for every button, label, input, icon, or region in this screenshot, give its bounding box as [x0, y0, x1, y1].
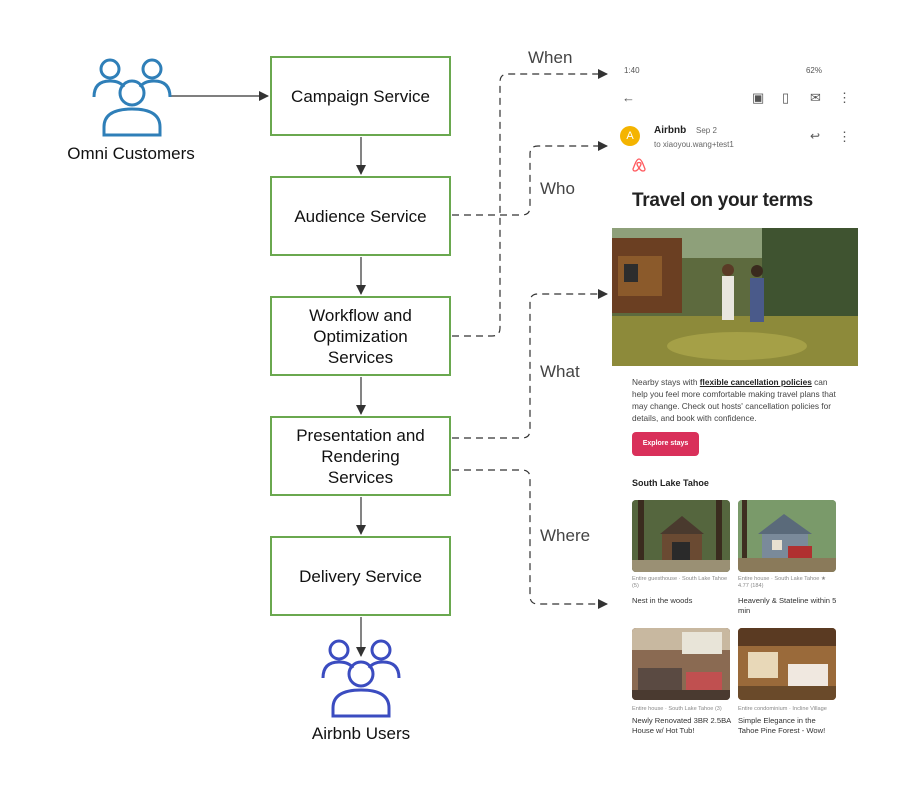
workflow-service-label: Workflow and Optimization Services: [309, 305, 412, 367]
more-vert-icon[interactable]: ⋮: [838, 129, 851, 144]
users-label: Airbnb Users: [311, 724, 411, 743]
listing-count-1: (5): [632, 583, 639, 589]
campaign-service-label: Campaign Service: [291, 86, 430, 106]
customers-label: Omni Customers: [67, 144, 195, 163]
listing-type-2: Entire house · South Lake Tahoe ★ 4.77 (…: [738, 576, 838, 590]
listing-type-3: Entire house · South Lake Tahoe (3): [632, 706, 732, 713]
listing-photo-2[interactable]: [738, 500, 836, 572]
phone-email-screenshot: 1:40 62% ← ▣ ▯ ✉ ⋮ A Airbnb Sep 2 to xia…: [612, 60, 858, 740]
listing-photo-3[interactable]: [632, 628, 730, 700]
email-body-text: Nearby stays with flexible cancellation …: [632, 376, 838, 424]
edge-label-what: What: [540, 362, 580, 381]
listing-rating-2: ★ 4.77 (184): [738, 576, 826, 589]
edge-label-where: Where: [540, 526, 591, 545]
sender-row: A Airbnb Sep 2 to xiaoyou.wang+test1 ↩ ⋮: [620, 124, 858, 158]
sender-to: to xiaoyou.wang+test1: [654, 140, 734, 149]
status-bar: 1:40 62%: [612, 60, 858, 82]
body-text-post: can help you feel more comfortable makin…: [632, 377, 836, 423]
back-arrow-icon[interactable]: ←: [622, 90, 635, 105]
customers-group-icon: [92, 58, 172, 137]
presentation-service-label: Presentation and Rendering Services: [296, 425, 425, 487]
sender-date: Sep 2: [696, 126, 717, 135]
archive-icon[interactable]: ▣: [752, 90, 765, 105]
more-vert-icon[interactable]: ⋮: [838, 90, 851, 105]
workflow-service-box: Workflow and Optimization Services: [270, 296, 451, 376]
delivery-service-label: Delivery Service: [299, 566, 422, 586]
dashed-who: [452, 141, 608, 216]
cancellation-policy-link[interactable]: flexible cancellation policies: [699, 377, 812, 387]
audience-service-label: Audience Service: [294, 206, 427, 226]
mail-icon[interactable]: ✉: [810, 90, 821, 105]
listing-type-4: Entire condominium · Incline Village: [738, 706, 827, 712]
listing-type-1-text: Entire guesthouse · South Lake Tahoe: [632, 576, 728, 582]
trash-icon[interactable]: ▯: [782, 90, 790, 105]
sender-name-text: Airbnb: [654, 125, 687, 136]
listing-title-1[interactable]: Nest in the woods: [632, 596, 693, 605]
listing-type-2-text: Entire house · South Lake Tahoe: [738, 576, 820, 582]
body-text-pre: Nearby stays with: [632, 377, 700, 387]
hero-photo: [612, 228, 858, 366]
avatar: A: [620, 126, 640, 146]
section-title: South Lake Tahoe: [632, 478, 709, 488]
listing-count-3: (3): [714, 706, 722, 712]
status-battery: 62%: [805, 66, 822, 75]
dashed-where: [452, 469, 608, 609]
listing-title-4[interactable]: Simple Elegance in the Tahoe Pine Forest…: [738, 716, 826, 735]
listing-title-3[interactable]: Newly Renovated 3BR 2.5BA House w/ Hot T…: [632, 716, 731, 735]
delivery-service-box: Delivery Service: [270, 536, 451, 616]
audience-service-box: Audience Service: [270, 176, 451, 256]
users-group-icon: [321, 639, 401, 718]
listing-type-1: Entire guesthouse · South Lake Tahoe (5): [632, 576, 732, 590]
reply-icon[interactable]: ↩: [810, 129, 821, 143]
status-time: 1:40: [624, 66, 640, 75]
sender-name: Airbnb: [654, 125, 686, 136]
listing-photo-4[interactable]: [738, 628, 836, 700]
email-headline: Travel on your terms: [632, 190, 813, 211]
edge-label-who: Who: [540, 179, 575, 198]
airbnb-logo-icon: [632, 158, 646, 175]
dashed-when: [452, 69, 608, 337]
presentation-service-box: Presentation and Rendering Services: [270, 416, 451, 496]
listing-title-2[interactable]: Heavenly & Stateline within 5 min: [738, 596, 837, 615]
listing-photo-1[interactable]: [632, 500, 730, 572]
email-toolbar: ← ▣ ▯ ✉ ⋮: [612, 86, 858, 112]
listing-type-3-text: Entire house · South Lake Tahoe: [632, 706, 714, 712]
campaign-service-box: Campaign Service: [270, 56, 451, 136]
explore-stays-button[interactable]: Explore stays: [632, 432, 699, 456]
dashed-what: [452, 289, 608, 439]
edge-label-when: When: [528, 48, 573, 67]
